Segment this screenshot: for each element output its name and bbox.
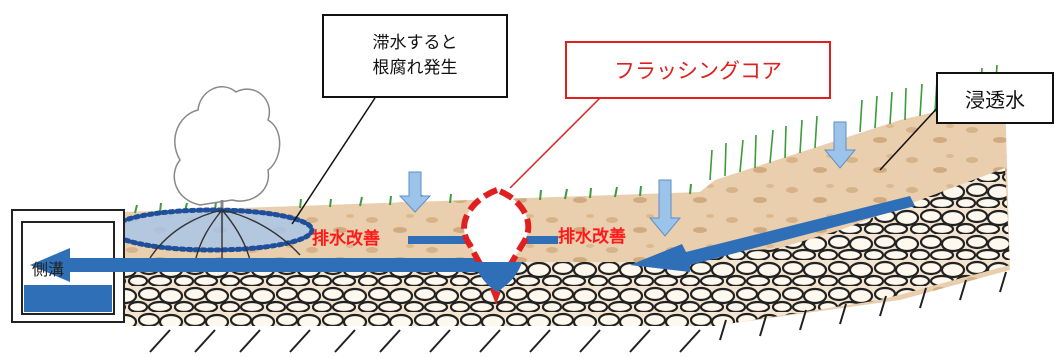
flushing-core-callout-text: フラッシングコア <box>614 59 782 83</box>
stagnant-water-zone <box>109 207 315 253</box>
drain-improve-label-right: 排水改善 <box>558 227 626 247</box>
infiltration-callout: 浸透水 <box>936 72 1054 124</box>
tree-roots <box>149 209 301 263</box>
down-arrow-right <box>823 121 857 169</box>
gravel-layer <box>125 168 1010 326</box>
down-arrow-left <box>398 171 432 213</box>
drain-improve-label-left: 排水改善 <box>312 229 380 249</box>
leader-line-stagnation <box>291 97 376 225</box>
flushing-core-callout: フラッシングコア <box>565 41 831 99</box>
infiltration-callout-text: 浸透水 <box>965 87 1025 112</box>
subsoil-hatching <box>149 271 1007 353</box>
stagnation-callout-line2: 根腐れ発生 <box>372 58 458 78</box>
stagnation-callout: 滞水すると 根腐れ発生 <box>322 14 508 98</box>
converging-arrow-left <box>408 230 492 250</box>
down-arrow-middle <box>648 179 682 237</box>
leader-line-infiltration <box>879 104 941 171</box>
side-ditch-label: 側溝 <box>32 260 65 279</box>
infiltration-flow-arrow <box>630 196 915 272</box>
flushing-core <box>461 186 532 305</box>
leader-line-flushing-core <box>509 97 601 189</box>
stagnation-callout-line1: 滞水すると <box>372 33 458 54</box>
drain-flow-arrow-left <box>30 248 500 282</box>
